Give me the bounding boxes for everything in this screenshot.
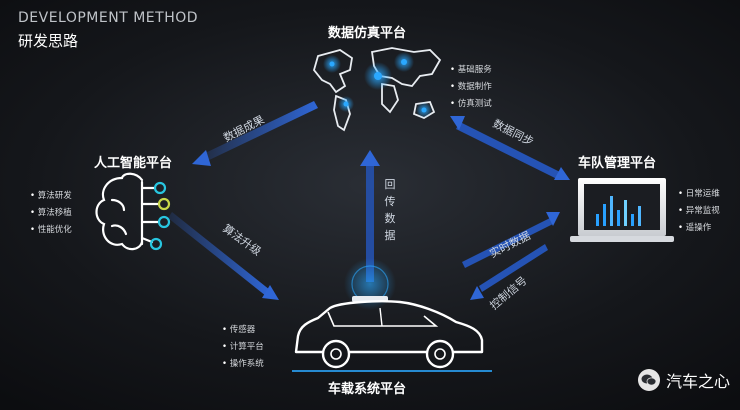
edge-label-return-data: 回传数据 <box>384 178 396 242</box>
edge-label-realtime-data: 实时数据 <box>487 228 533 260</box>
list-item: 日常运维 <box>678 186 720 203</box>
arrow-algo-upgrade <box>168 212 279 300</box>
arrow-data-sync <box>450 116 570 180</box>
list-item: 数据制作 <box>450 79 492 96</box>
list-item: 计算平台 <box>222 339 264 356</box>
node-title-ai: 人工智能平台 <box>94 156 173 171</box>
arrow-control-signal <box>470 244 548 300</box>
node-items-data-sim: 基础服务 数据制作 仿真测试 <box>450 62 492 113</box>
list-item: 算法移植 <box>30 205 72 222</box>
world-map-icon <box>313 47 442 132</box>
list-item: 算法研发 <box>30 188 72 205</box>
laptop-chart-bars <box>596 196 641 226</box>
wechat-icon <box>637 369 660 391</box>
arrow-return-data <box>360 150 380 282</box>
title-english: DEVELOPMENT METHOD <box>18 10 199 26</box>
edge-label-algo-upgrade: 算法升级 <box>220 221 264 258</box>
brain-icon <box>95 172 160 251</box>
list-item: 基础服务 <box>450 62 492 79</box>
watermark-text: 汽车之心 <box>665 372 730 391</box>
list-item: 操作系统 <box>222 356 264 373</box>
list-item: 异常监视 <box>678 203 720 220</box>
list-item: 仿真测试 <box>450 96 492 113</box>
list-item: 性能优化 <box>30 222 72 239</box>
laptop-icon <box>570 178 674 242</box>
car-icon <box>292 258 492 372</box>
title-chinese: 研发思路 <box>18 32 79 50</box>
node-title-data-sim: 数据仿真平台 <box>328 26 407 41</box>
list-item: 传感器 <box>222 322 264 339</box>
list-item: 遥操作 <box>678 220 720 237</box>
node-items-vehicle: 传感器 计算平台 操作系统 <box>222 322 264 373</box>
node-items-fleet: 日常运维 异常监视 遥操作 <box>678 186 720 237</box>
arrow-data-results <box>192 101 318 166</box>
brain-nodes <box>149 181 171 251</box>
node-title-fleet: 车队管理平台 <box>578 156 657 171</box>
watermark: 汽车之心 <box>637 368 730 392</box>
arrow-realtime-data <box>462 212 560 268</box>
node-title-vehicle: 车载系统平台 <box>328 382 407 397</box>
node-items-ai: 算法研发 算法移植 性能优化 <box>30 188 72 239</box>
